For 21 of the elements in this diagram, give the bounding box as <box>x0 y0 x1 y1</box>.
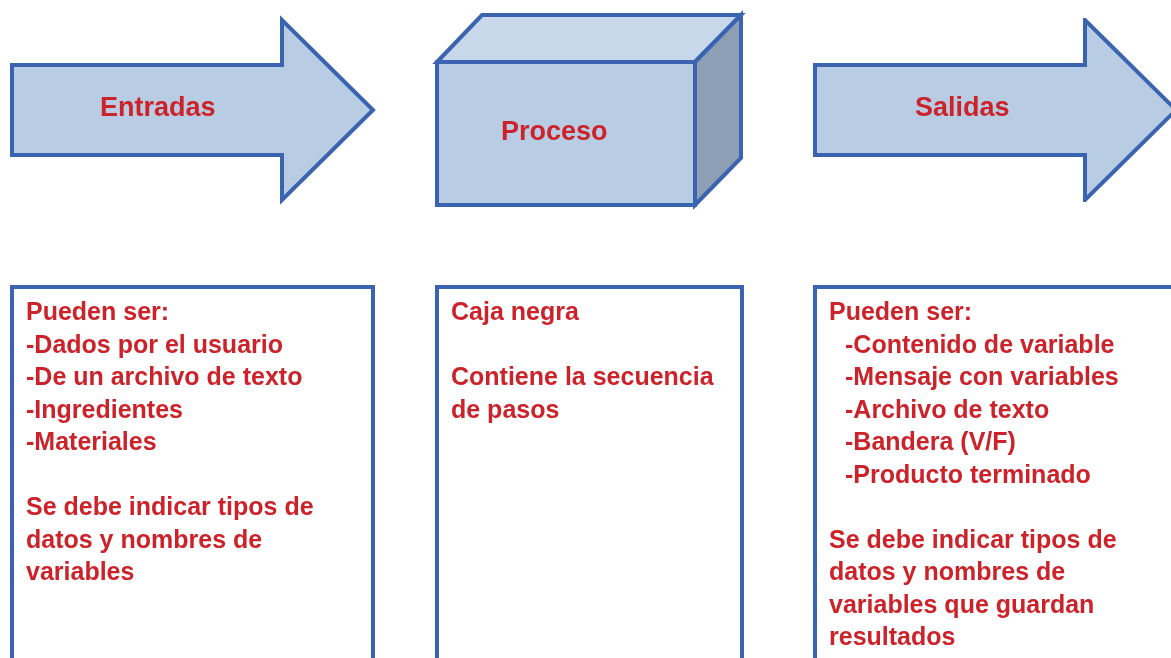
text-panel <box>813 285 1171 658</box>
list-item: -Materiales <box>26 426 157 457</box>
text-panel <box>10 285 375 658</box>
note-text: Se debe indicar tipos de datos y nombres de variables que guardan resultados <box>829 523 1118 652</box>
list-item: -De un archivo de texto <box>26 361 303 392</box>
list-item: -Ingredientes <box>26 393 183 425</box>
list-item: -Bandera (V/F) <box>845 426 1016 457</box>
panel-heading: Pueden ser: <box>829 296 973 327</box>
note-text: Se debe indicar tipos de datos y nombres de variables <box>26 491 315 587</box>
text-panel <box>435 285 744 658</box>
shape-label: Proceso <box>501 116 608 147</box>
panel-heading: Caja negra <box>451 296 579 327</box>
list-item: -Archivo de texto <box>845 393 1050 425</box>
list-item: -Producto terminado <box>845 458 1091 490</box>
list-item: -Contenido de variable <box>845 328 1115 360</box>
shape-label: Salidas <box>915 92 1010 123</box>
list-item: -Dados por el usuario <box>26 328 283 360</box>
shape-label: Entradas <box>100 92 216 123</box>
note-text: Contiene la secuencia de pasos <box>451 361 715 425</box>
list-item: -Mensaje con variables <box>845 361 1119 392</box>
panel-heading: Pueden ser: <box>26 296 170 327</box>
